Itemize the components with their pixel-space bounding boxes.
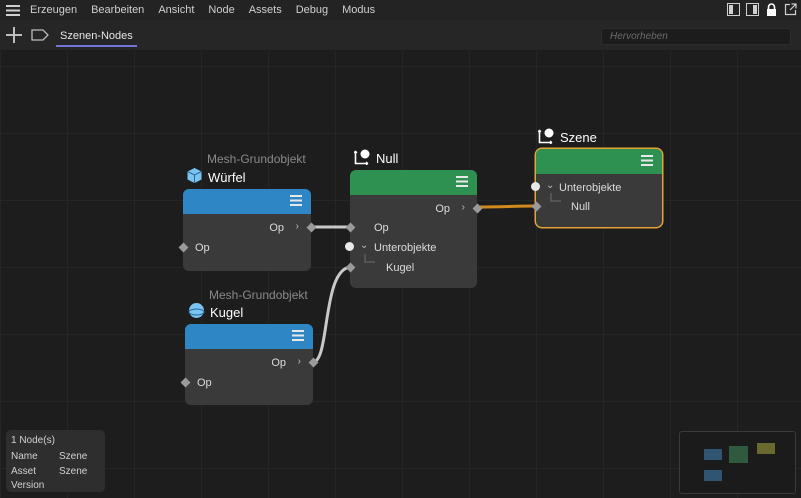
node-menu-icon[interactable] xyxy=(456,176,468,187)
minimap-scene-node xyxy=(757,443,775,454)
tab-bar: Szenen-Nodes xyxy=(0,20,801,51)
node-menu-icon[interactable] xyxy=(292,330,304,341)
highlight-search-input[interactable] xyxy=(601,28,791,45)
scene-children-label: Unterobjekte xyxy=(559,182,622,194)
menu-bar: Erzeugen Bearbeiten Ansicht Node Assets … xyxy=(0,0,801,20)
info-asset-value: Szene xyxy=(59,466,88,477)
tree-connector-icon xyxy=(364,254,375,263)
menu-node[interactable]: Node xyxy=(208,4,235,16)
hamburger-menu-icon[interactable] xyxy=(0,4,26,16)
sphere-input-port-label: Op xyxy=(197,377,212,389)
wire-sphere-to-null xyxy=(312,265,352,364)
scene-child-null-label: Null xyxy=(571,201,590,213)
popout-icon[interactable] xyxy=(784,3,797,16)
chevron-right-icon: › xyxy=(295,221,299,232)
cube-icon xyxy=(186,167,203,187)
sphere-node-title: Kugel xyxy=(188,302,243,322)
node-count: 1 Node(s) xyxy=(11,435,55,446)
scene-children-port[interactable] xyxy=(531,182,540,191)
menu-assets[interactable]: Assets xyxy=(248,4,282,16)
cube-output-port-label: Op xyxy=(269,222,284,234)
layout-right-icon[interactable] xyxy=(746,3,759,16)
info-version-label: Version xyxy=(11,480,45,491)
null-node-name: Null xyxy=(376,150,399,166)
null-node-title: Null xyxy=(353,148,399,168)
menu-debug[interactable]: Debug xyxy=(295,4,329,16)
chevron-down-icon[interactable]: ⌄ xyxy=(360,240,369,251)
cube-node[interactable]: Op › Op xyxy=(178,189,317,271)
chevron-right-icon: › xyxy=(461,202,465,213)
cube-input-port-label: Op xyxy=(195,242,210,254)
info-name-value: Szene xyxy=(59,451,88,462)
minimap-null-node xyxy=(729,446,748,463)
node-menu-icon[interactable] xyxy=(641,155,653,166)
scene-node-name: Szene xyxy=(560,129,597,145)
tag-icon[interactable] xyxy=(31,29,49,41)
scene-object-icon xyxy=(537,127,555,147)
null-output-port-label: Op xyxy=(435,203,450,215)
add-icon[interactable] xyxy=(6,27,22,43)
selection-info-panel: 1 Node(s) Name Szene Asset Szene Version xyxy=(6,430,105,492)
cube-node-title: Würfel xyxy=(186,167,246,187)
chevron-right-icon: › xyxy=(297,356,301,367)
info-asset-label: Asset xyxy=(11,466,37,477)
sphere-output-port-label: Op xyxy=(271,357,286,369)
scene-node[interactable]: ⌄ Unterobjekte Null xyxy=(531,149,662,227)
menu-modus[interactable]: Modus xyxy=(342,4,376,16)
null-children-port[interactable] xyxy=(345,242,354,251)
sphere-node-type: Mesh-Grundobjekt xyxy=(209,288,308,302)
null-object-icon xyxy=(353,148,371,168)
info-name-label: Name xyxy=(11,451,38,462)
minimap[interactable] xyxy=(679,431,796,494)
null-node[interactable]: Op › Op ⌄ Unterobjekte Kugel xyxy=(345,170,483,288)
menu-erzeugen[interactable]: Erzeugen xyxy=(30,4,78,16)
sphere-node[interactable]: Op › Op xyxy=(180,324,319,405)
lock-icon[interactable] xyxy=(765,3,778,16)
minimap-sphere-node xyxy=(704,470,722,481)
scene-node-title: Szene xyxy=(537,127,597,147)
tab-szenen-nodes[interactable]: Szenen-Nodes xyxy=(56,28,137,47)
cube-node-name: Würfel xyxy=(208,169,246,185)
sphere-icon xyxy=(188,302,205,322)
null-children-label: Unterobjekte xyxy=(374,242,437,254)
layout-left-icon[interactable] xyxy=(727,3,740,16)
null-input-port-label: Op xyxy=(374,222,389,234)
wire-null-to-scene xyxy=(477,204,538,209)
cube-node-type: Mesh-Grundobjekt xyxy=(207,152,306,166)
node-menu-icon[interactable] xyxy=(290,195,302,206)
null-child-kugel-label: Kugel xyxy=(386,262,415,274)
node-canvas[interactable]: Mesh-Grundobjekt Würfel Op › Op Mesh-Gru… xyxy=(0,51,801,498)
menu-bearbeiten[interactable]: Bearbeiten xyxy=(91,4,145,16)
sphere-node-name: Kugel xyxy=(210,304,244,320)
minimap-cube-node xyxy=(704,449,722,460)
chevron-down-icon[interactable]: ⌄ xyxy=(546,180,555,191)
tree-connector-icon xyxy=(550,193,561,202)
menu-ansicht[interactable]: Ansicht xyxy=(158,4,195,16)
